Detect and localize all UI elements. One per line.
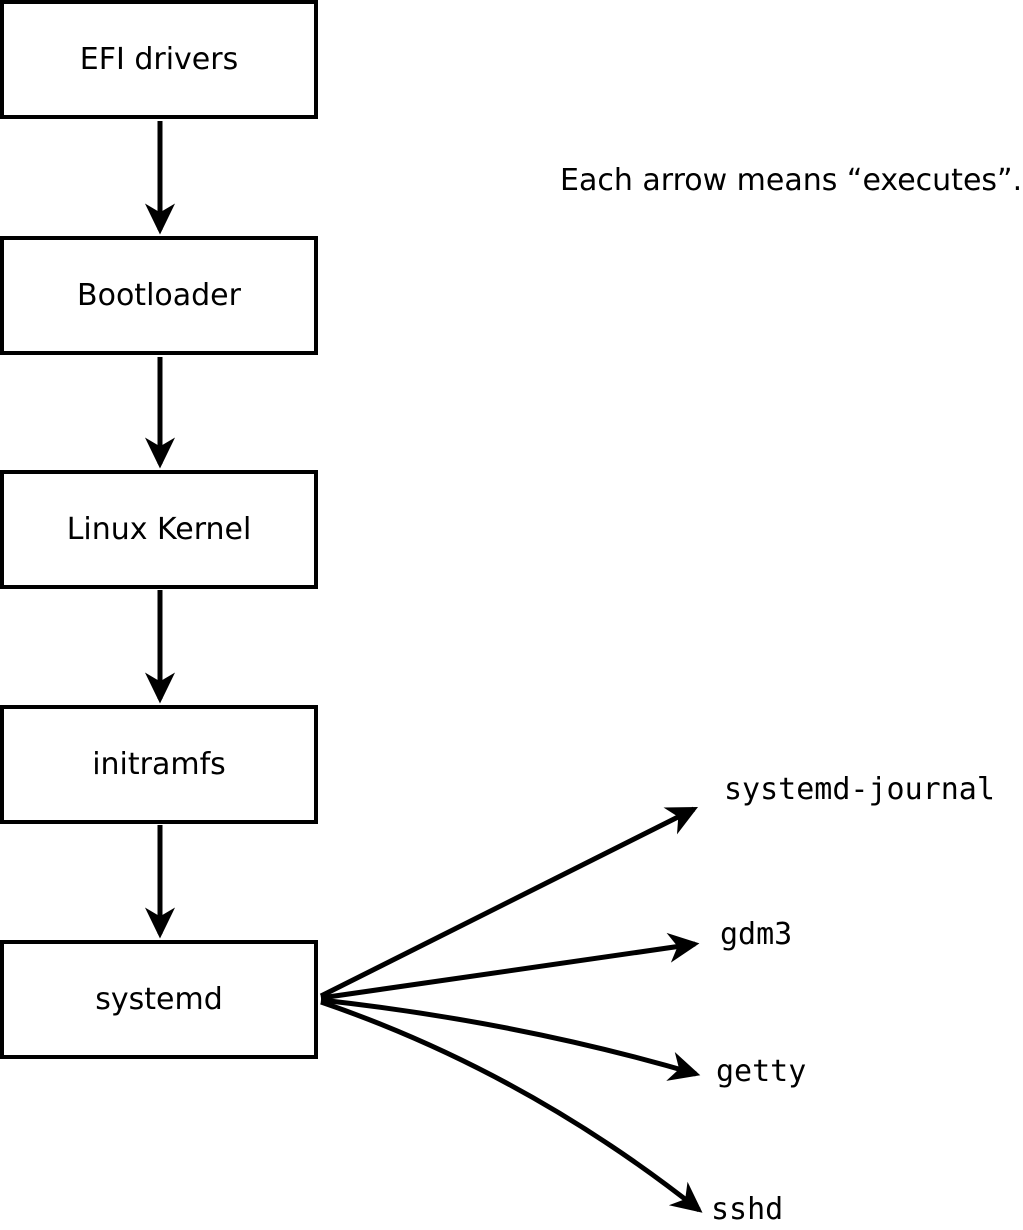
arrow-systemd-to-gdm3 — [320, 932, 700, 1001]
node-label: Linux Kernel — [66, 511, 252, 547]
process-label-getty: getty — [716, 1054, 807, 1089]
node-label: initramfs — [92, 746, 226, 782]
arrow-systemd-to-getty — [320, 997, 701, 1081]
node-systemd: systemd — [0, 940, 318, 1059]
node-label: EFI drivers — [79, 41, 239, 77]
node-label: Bootloader — [77, 277, 241, 313]
node-label: systemd — [95, 981, 223, 1017]
node-efi-drivers: EFI drivers — [0, 0, 318, 119]
process-label-sshd: sshd — [711, 1192, 784, 1227]
arrow-systemd-to-sshd — [320, 999, 703, 1213]
node-initramfs: initramfs — [0, 705, 318, 824]
arrow-systemd-to-journal — [319, 806, 699, 999]
node-linux-kernel: Linux Kernel — [0, 470, 318, 589]
process-label-systemd-journal: systemd-journal — [724, 772, 995, 807]
diagram-caption: Each arrow means “executes”. — [560, 163, 1023, 198]
node-bootloader: Bootloader — [0, 236, 318, 355]
process-label-gdm3: gdm3 — [720, 917, 793, 952]
